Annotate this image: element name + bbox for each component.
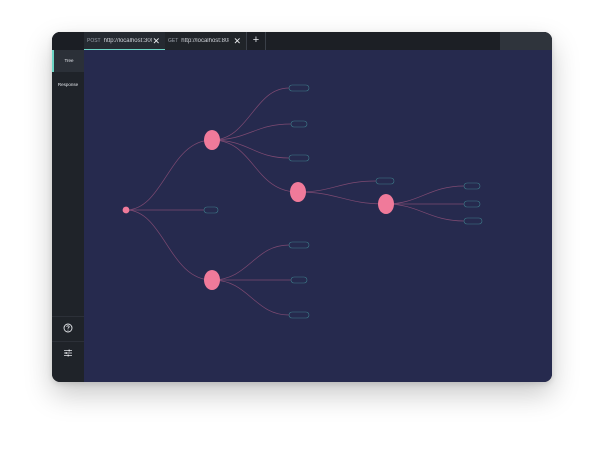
settings-sliders-icon [64, 349, 72, 357]
sidebar: Tree Response [52, 50, 84, 382]
tree-edge [125, 209, 213, 281]
sidebar-item-tree[interactable]: Tree [52, 50, 84, 72]
tab-method: GET [168, 38, 179, 44]
tree-edge [297, 180, 377, 193]
settings-button[interactable] [52, 341, 84, 364]
tree-leaf [288, 84, 310, 92]
add-tab-button[interactable]: + [246, 32, 266, 50]
tree-leaf [288, 154, 310, 162]
tab-url: http://localhost:8080 [181, 38, 229, 44]
tab-bar-right-area [500, 32, 552, 50]
tree-edge [385, 185, 465, 205]
close-icon[interactable]: ✕ [152, 36, 160, 46]
tree-edge [125, 139, 213, 211]
tree-leaf [375, 177, 395, 185]
tab-url: http://localhost:3000 [103, 37, 152, 44]
tree-edge [211, 279, 290, 316]
tree-node-b1-grandchild [378, 194, 394, 214]
request-tab-1[interactable]: POST http://localhost:3000 ✕ [84, 32, 165, 50]
tree-leaf [290, 120, 308, 128]
tab-bar-spacer [52, 32, 84, 50]
tree-edge [297, 191, 387, 205]
tree-edge [211, 87, 290, 141]
tab-bar: POST http://localhost:3000 ✕ GET http://… [52, 32, 552, 50]
tree-leaf [290, 276, 308, 284]
tree-edge [211, 139, 290, 159]
tree-leaf [463, 200, 481, 208]
request-tab-2[interactable]: GET http://localhost:8080 ✕ [165, 32, 246, 50]
close-icon[interactable]: ✕ [233, 36, 241, 46]
tree-canvas[interactable] [84, 50, 552, 382]
tree-node-b1 [204, 130, 220, 150]
tree-leaf [463, 217, 483, 225]
tree-edge [211, 123, 292, 141]
app-window: POST http://localhost:3000 ✕ GET http://… [52, 32, 552, 382]
help-button[interactable] [52, 316, 84, 339]
tree-root-node [122, 206, 130, 214]
tree-edge [385, 203, 465, 222]
tree-leaf [288, 241, 310, 249]
tree-edge [211, 139, 299, 193]
sidebar-item-response[interactable]: Response [57, 82, 79, 87]
tree-leaf [203, 206, 219, 214]
tree-graph [122, 84, 483, 319]
tree-node-b1-child [290, 182, 306, 202]
help-icon [63, 323, 73, 333]
tree-leaf [463, 182, 481, 190]
tree-leaf [288, 311, 310, 319]
tree-node-b2 [204, 270, 220, 290]
tree-edge [211, 244, 290, 281]
tab-method: POST [87, 37, 101, 44]
